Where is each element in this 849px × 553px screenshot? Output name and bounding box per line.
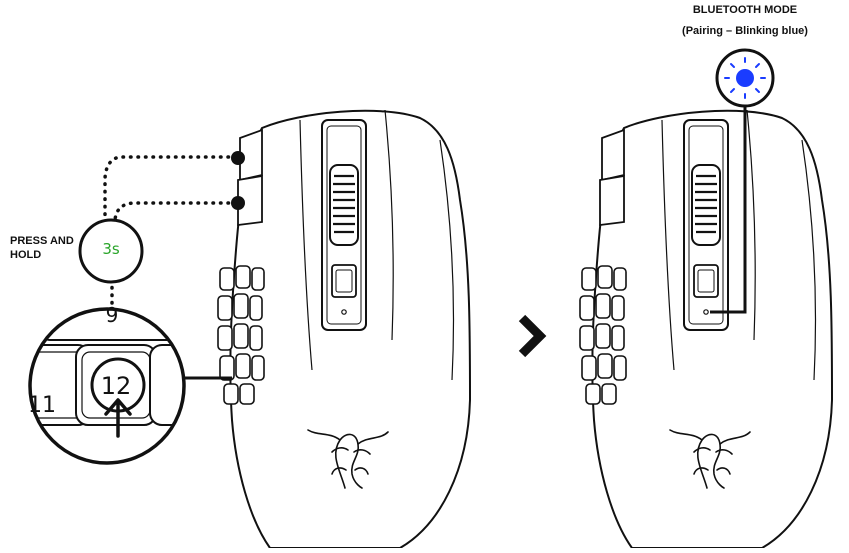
mouse-right <box>578 108 834 550</box>
led-leader-line <box>710 106 747 314</box>
bluetooth-mode-status: (Pairing – Blinking blue) <box>682 25 808 37</box>
hold-timer-circle <box>78 218 144 284</box>
dotted-connectors <box>103 155 238 312</box>
zoom-key-top: 9 <box>106 303 119 327</box>
button-highlight-2 <box>231 196 245 210</box>
hold-time-text: 3s <box>102 240 120 258</box>
press-and-hold-label: PRESS AND HOLD <box>10 235 74 261</box>
blue-led-icon <box>715 48 775 108</box>
zoom-key-left: 11 <box>28 393 56 418</box>
chevron-right-icon <box>518 314 547 358</box>
zoom-key-pressed: 12 <box>101 372 132 400</box>
bluetooth-mode-title: BLUETOOTH MODE <box>692 4 798 16</box>
mouse-left <box>216 108 472 550</box>
key-zoom: 9 11 12 <box>28 303 186 465</box>
press-arrow-icon <box>104 398 132 438</box>
button-highlight-1 <box>231 151 245 165</box>
